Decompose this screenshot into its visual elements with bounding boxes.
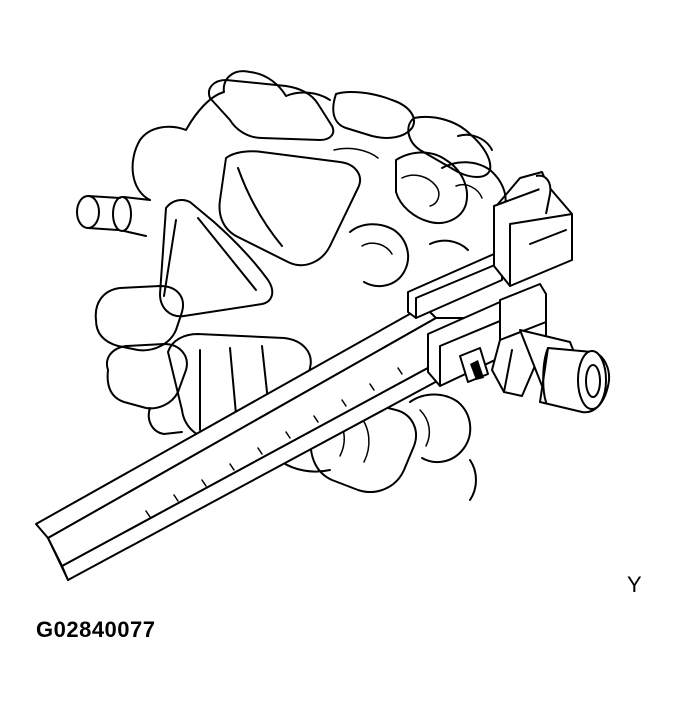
caliper-scale-ticks [145, 367, 403, 518]
figure-code: G02840077 [36, 617, 156, 642]
rotor-windings-right [395, 151, 468, 224]
caliper-measuring-jaw [491, 283, 547, 397]
caliper-head [493, 185, 573, 287]
rotor-shaft-left [76, 195, 151, 237]
claw-pole-top [208, 79, 335, 141]
rotor-outline-left [131, 70, 331, 201]
rotor-shaft-right [519, 329, 610, 414]
vernier-caliper [35, 171, 573, 581]
claw-pole-center [218, 150, 361, 267]
claw-pole-left [159, 199, 274, 318]
figure-corner-mark: Y [627, 572, 642, 597]
caliper-beam [35, 305, 437, 539]
